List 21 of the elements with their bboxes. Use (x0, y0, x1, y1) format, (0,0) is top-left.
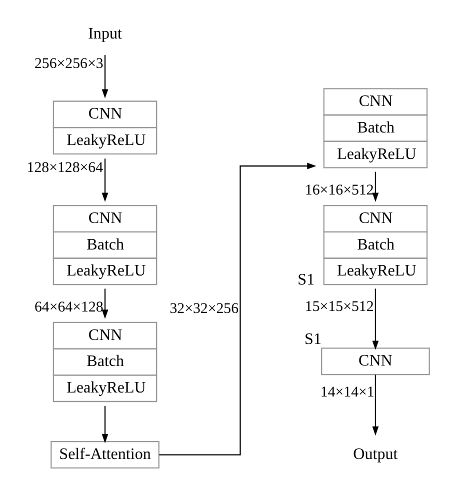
edge-label: 14×14×1 (320, 384, 374, 400)
edge-label: 64×64×128 (34, 298, 103, 315)
arrow (158, 162, 316, 455)
arrow (101, 54, 108, 98)
edge-label: 15×15×512 (304, 298, 374, 314)
node-text: Input (88, 24, 122, 42)
arrow (372, 374, 378, 436)
arrow (101, 158, 108, 202)
node-label: S1 (304, 330, 321, 348)
edge-label: 32×32×256 (169, 300, 238, 317)
arrow (101, 288, 108, 318)
edge-label: 128×128×64 (26, 159, 103, 176)
arrow (372, 171, 378, 202)
edge-label: 16×16×512 (304, 182, 374, 198)
node-label: S1 (297, 270, 314, 288)
edge-label: 256×256×3 (34, 56, 103, 72)
arrow (101, 405, 108, 443)
node-box: CNN (320, 347, 430, 375)
arrow (372, 288, 378, 350)
node-text: Output (352, 446, 398, 463)
node-box: Self-Attention (50, 440, 159, 468)
